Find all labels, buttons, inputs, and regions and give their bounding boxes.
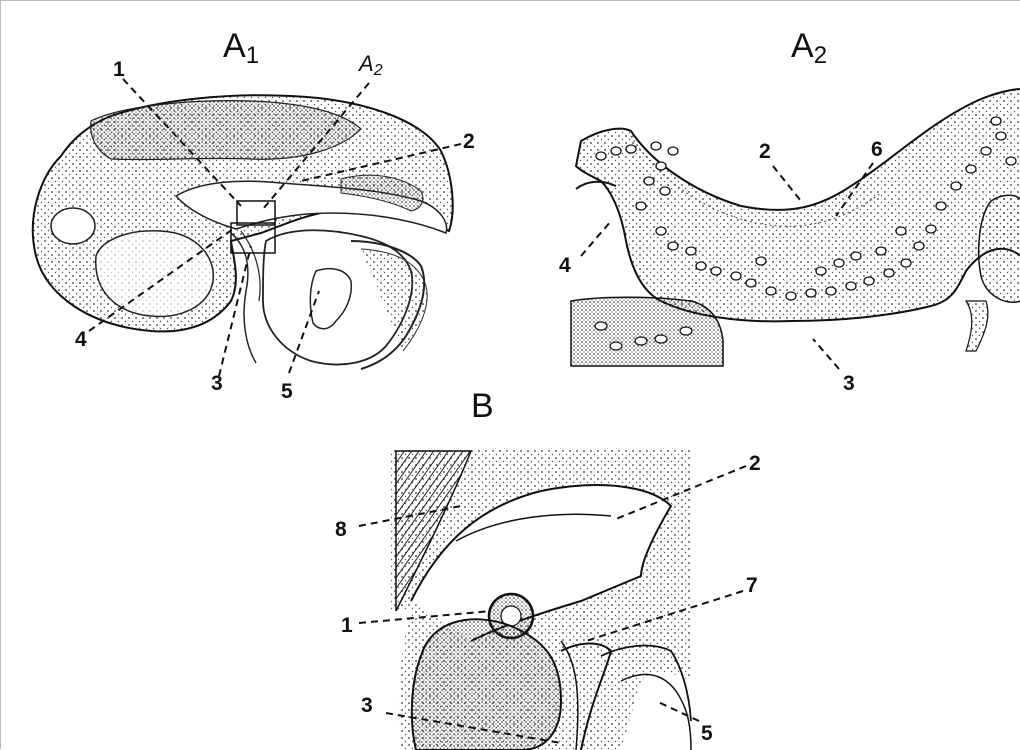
epithelium-a2-section [571, 89, 1020, 366]
section-b [391, 449, 691, 750]
a2-label-2: 2 [759, 141, 771, 162]
b-label-8: 8 [335, 519, 347, 540]
a1-label-1: 1 [113, 59, 125, 80]
embryo-a1-section [33, 95, 453, 369]
a1-label-2: 2 [463, 131, 475, 152]
panel-b-title: B [471, 389, 494, 423]
panel-a1-title: A1 [223, 29, 259, 68]
b-label-5: 5 [701, 723, 713, 744]
b-label-2: 2 [749, 453, 761, 474]
b-label-7: 7 [746, 575, 758, 596]
a1-label-5: 5 [281, 381, 293, 402]
panel-a2-title: A2 [791, 29, 827, 68]
a2-label-6: 6 [871, 139, 883, 160]
a1-label-4: 4 [75, 329, 87, 350]
a2-label-3: 3 [843, 373, 855, 394]
a2-label-4: 4 [559, 255, 571, 276]
a1-label-a2-reference: A2 [359, 53, 383, 79]
b-label-1: 1 [341, 615, 353, 636]
b-label-3: 3 [361, 695, 373, 716]
a1-label-3: 3 [211, 373, 223, 394]
